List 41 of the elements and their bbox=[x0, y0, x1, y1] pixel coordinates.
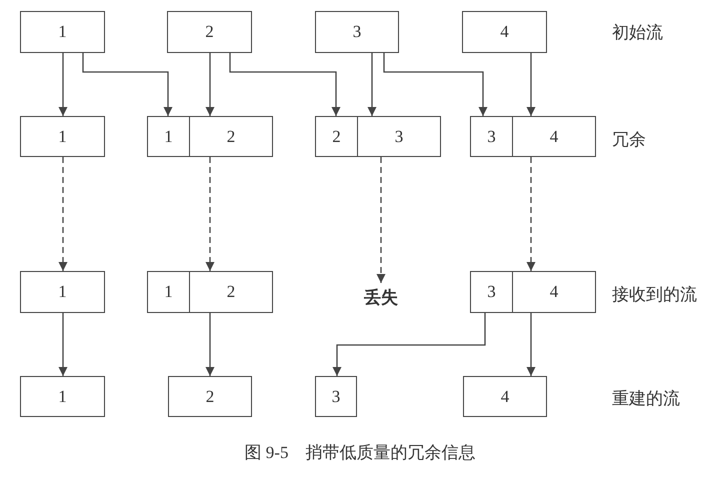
packet-box: 3 bbox=[470, 271, 513, 313]
row-label: 重建的流 bbox=[612, 388, 680, 410]
packet-box: 3 bbox=[315, 376, 357, 417]
packet-box: 4 bbox=[512, 116, 596, 157]
packet-box: 2 bbox=[167, 11, 252, 53]
packet-box: 4 bbox=[512, 271, 596, 313]
arrow bbox=[82, 53, 172, 116]
arrow bbox=[332, 313, 486, 376]
arrow bbox=[58, 53, 68, 116]
arrow bbox=[526, 157, 536, 271]
packet-box: 2 bbox=[189, 271, 273, 313]
arrow bbox=[206, 53, 214, 116]
arrow bbox=[58, 157, 68, 271]
status-text: 丢失 bbox=[352, 283, 410, 311]
packet-box: 2 bbox=[168, 376, 252, 417]
packet-box: 2 bbox=[315, 116, 358, 157]
row-label: 冗余 bbox=[612, 129, 646, 151]
packet-box: 1 bbox=[147, 271, 190, 313]
packet-box: 1 bbox=[20, 271, 105, 313]
arrow bbox=[383, 53, 488, 116]
arrow bbox=[206, 157, 214, 271]
row-label: 初始流 bbox=[612, 22, 663, 44]
packet-box: 1 bbox=[20, 376, 105, 417]
packet-box: 1 bbox=[20, 116, 105, 157]
arrow bbox=[368, 53, 376, 116]
arrow bbox=[206, 313, 214, 376]
packet-box: 1 bbox=[20, 11, 105, 53]
packet-box: 3 bbox=[357, 116, 441, 157]
packet-box: 4 bbox=[463, 376, 547, 417]
packet-box: 4 bbox=[462, 11, 547, 53]
arrow bbox=[229, 53, 340, 116]
packet-box: 2 bbox=[189, 116, 273, 157]
arrow bbox=[58, 313, 68, 376]
packet-box: 3 bbox=[470, 116, 513, 157]
arrow bbox=[376, 157, 386, 283]
arrow bbox=[526, 313, 536, 376]
arrow bbox=[526, 53, 536, 116]
caption: 图 9-5 捎带低质量的冗余信息 bbox=[244, 443, 476, 462]
row-label: 接收到的流 bbox=[612, 284, 697, 306]
packet-box: 1 bbox=[147, 116, 190, 157]
packet-box: 3 bbox=[315, 11, 399, 53]
